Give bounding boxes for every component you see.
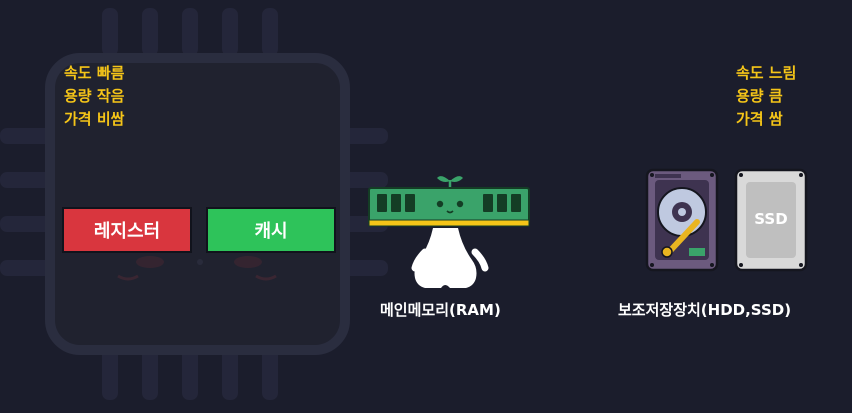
ram-caption: 메인메모리(RAM) <box>380 301 501 319</box>
hdd-icon <box>645 168 719 272</box>
property-capacity-large: 용량 큼 <box>736 87 783 105</box>
cache-box: 캐시 <box>206 207 336 253</box>
register-box: 레지스터 <box>62 207 192 253</box>
slow-storage-properties: 속도 느림 용량 큼 가격 쌈 <box>736 62 796 131</box>
ram-character-icon <box>368 176 530 288</box>
property-capacity-small: 용량 작음 <box>64 87 125 105</box>
property-price-high: 가격 비쌈 <box>64 110 125 128</box>
property-speed-fast: 속도 빠름 <box>64 64 125 82</box>
ssd-label: SSD <box>754 210 788 228</box>
storage-caption: 보조저장장치(HDD,SSD) <box>618 301 792 319</box>
ssd-icon <box>734 168 808 272</box>
property-price-low: 가격 쌈 <box>736 110 783 128</box>
property-speed-slow: 속도 느림 <box>736 64 797 82</box>
fast-storage-properties: 속도 빠름 용량 작음 가격 비쌈 <box>64 62 124 131</box>
